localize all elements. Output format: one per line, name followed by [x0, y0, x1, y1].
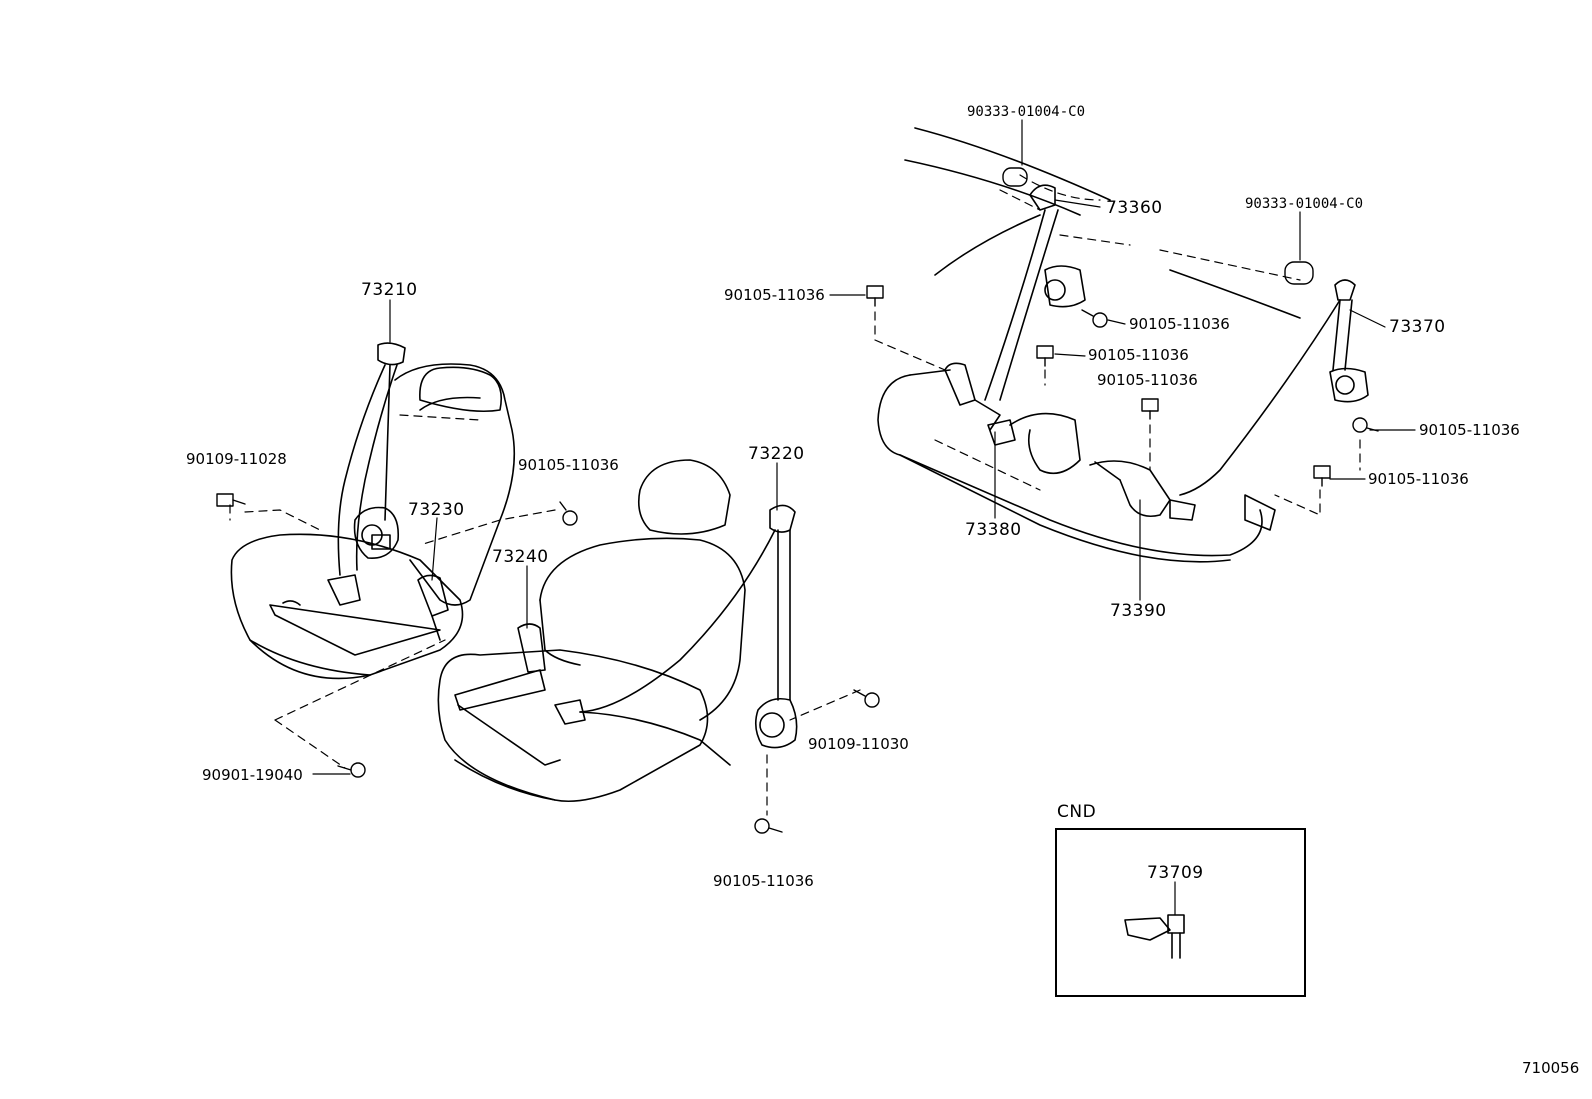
- belt-73220: [554, 504, 798, 766]
- fastener-label: 90105-11036: [518, 456, 619, 474]
- bolt-icon: [559, 501, 578, 526]
- bolt-icon: [1036, 345, 1054, 367]
- rear-seat-cushion: [877, 369, 1263, 563]
- bolt-icon: [866, 285, 884, 307]
- fastener-label: 90105-11036: [1088, 346, 1189, 364]
- buckle-73380: [987, 412, 1081, 475]
- diagram-id: 710056: [1522, 1059, 1580, 1077]
- fastener-label: 90105-11036: [1129, 315, 1230, 333]
- fastener-label: 90105-11036: [1368, 470, 1469, 488]
- belt-73210: [327, 342, 406, 606]
- buckle-73240: [517, 623, 546, 673]
- inset-title: CND: [1057, 802, 1097, 822]
- bolt-icon: [337, 762, 366, 778]
- fastener-label: 90333-01004-C0: [1245, 196, 1364, 212]
- part-label-73220: 73220: [748, 444, 805, 464]
- part-label-73709: 73709: [1147, 863, 1204, 883]
- leader-lines: [312, 119, 1416, 916]
- part-73709-icon: [1124, 914, 1185, 959]
- fastener-label: 90105-11036: [724, 286, 825, 304]
- bolt-icon: [1081, 309, 1108, 328]
- front-left-seat: [230, 363, 516, 680]
- cap-icon: [1002, 167, 1028, 187]
- bolt-icon: [1313, 465, 1331, 487]
- bolt-icon: [853, 689, 880, 708]
- fastener-label: 90109-11028: [186, 450, 287, 468]
- part-label-73360: 73360: [1106, 198, 1163, 218]
- front-right-seat: [437, 459, 746, 803]
- inset-box: [1055, 828, 1306, 997]
- part-label-73240: 73240: [492, 547, 549, 567]
- belt-73370: [1179, 279, 1369, 531]
- bolt-icon: [1141, 398, 1159, 420]
- fastener-label: 90333-01004-C0: [967, 104, 1086, 120]
- dashed-lines: [229, 174, 1361, 816]
- fastener-label: 90105-11036: [1097, 371, 1198, 389]
- part-label-73390: 73390: [1110, 601, 1167, 621]
- fastener-label: 90105-11036: [1419, 421, 1520, 439]
- bolt-icon: [216, 493, 246, 507]
- fastener-label: 90901-19040: [202, 766, 303, 784]
- buckle-73230: [417, 574, 449, 641]
- fastener-label: 90105-11036: [713, 872, 814, 890]
- part-label-73380: 73380: [965, 520, 1022, 540]
- rear-shelf: [904, 127, 1301, 319]
- belt-73360: [944, 184, 1086, 431]
- cap-icon: [1284, 261, 1314, 285]
- part-label-73210: 73210: [361, 280, 418, 300]
- buckle-73390: [1089, 460, 1196, 521]
- part-label-73230: 73230: [408, 500, 465, 520]
- bolt-icons: [216, 167, 1379, 834]
- bolt-icon: [754, 818, 783, 834]
- part-label-73370: 73370: [1389, 317, 1446, 337]
- fastener-label: 90109-11030: [808, 735, 909, 753]
